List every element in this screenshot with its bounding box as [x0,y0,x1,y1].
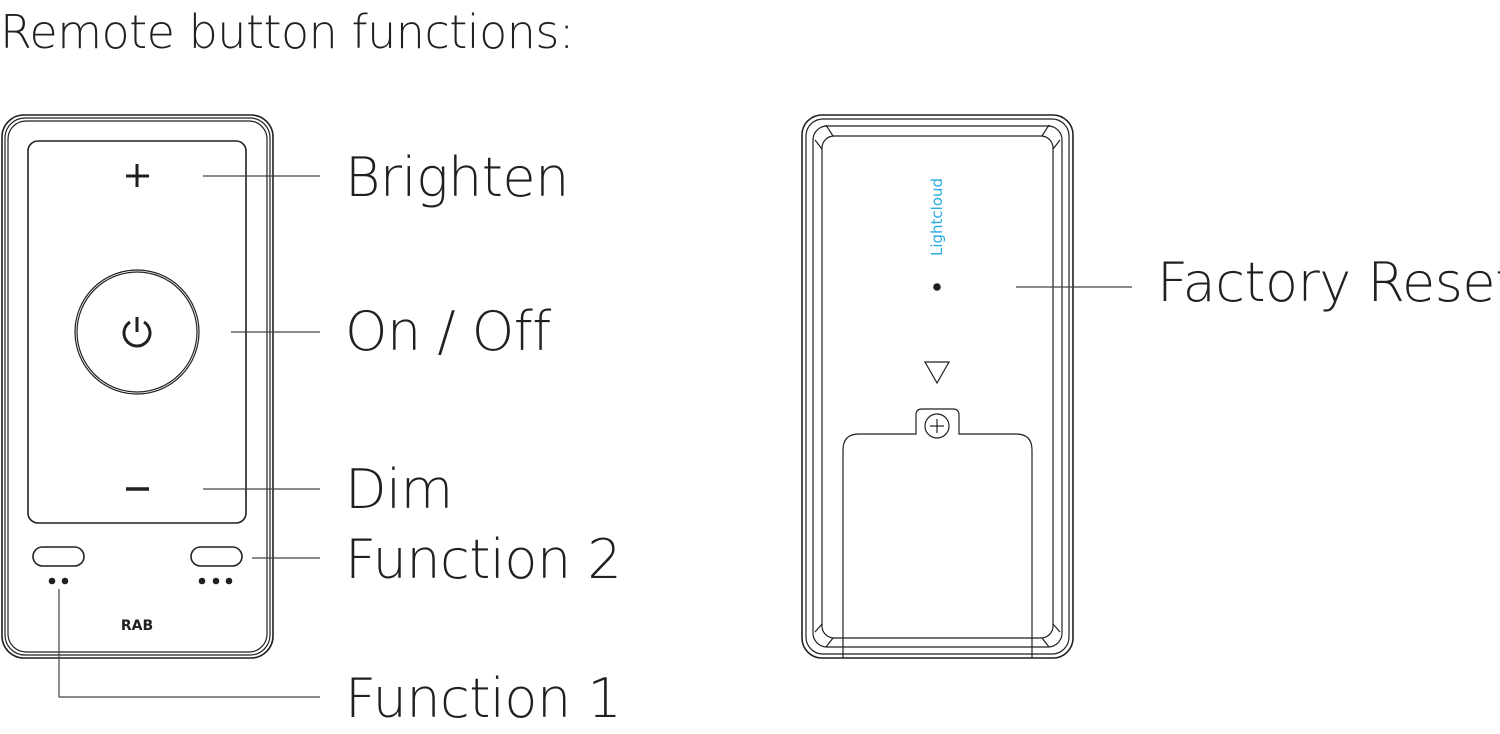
function2-dots-icon [198,577,233,585]
corner-chamfer [814,623,823,633]
back-remote: Lightcloud [801,114,1074,659]
screw-icon[interactable] [924,413,950,439]
corner-chamfer [1052,139,1061,150]
corner-chamfer [1041,637,1050,648]
function2-button[interactable] [190,546,243,567]
corner-chamfer [825,124,834,137]
back-remote-shell-line [812,125,1063,648]
corner-chamfer [825,637,834,648]
reset-pinhole-icon[interactable] [933,283,941,291]
brighten-label: Brighten [345,146,569,209]
function1-button[interactable] [32,546,85,567]
function1-label: Function 1 [345,667,621,730]
front-remote-outer-shell [1,114,274,659]
front-remote-shell-line [4,117,271,656]
function1-dots-icon [48,577,69,585]
back-remote-outer-shell [801,114,1074,659]
front-remote: RAB [1,114,274,659]
rab-logo: RAB [121,618,153,634]
corner-chamfer [1041,124,1050,137]
dim-label: Dim [345,458,453,521]
power-button[interactable] [74,269,200,395]
page-title: Remote button functions: [0,5,574,59]
on-off-label: On / Off [345,300,551,363]
function1-leader-line [58,589,320,698]
factory-reset-label: Factory Reset [1157,251,1500,314]
corner-chamfer [814,139,823,150]
corner-chamfer [1052,623,1061,633]
battery-cover[interactable] [842,408,1033,658]
front-remote-shell-line [7,120,268,653]
back-remote-inner-panel [821,135,1054,639]
plus-icon[interactable] [126,164,149,187]
triangle-down-icon [923,361,951,385]
function2-label: Function 2 [345,528,621,591]
lightcloud-logo: Lightcloud [928,178,946,256]
power-icon [122,317,152,348]
back-remote-shell-line [805,118,1070,655]
